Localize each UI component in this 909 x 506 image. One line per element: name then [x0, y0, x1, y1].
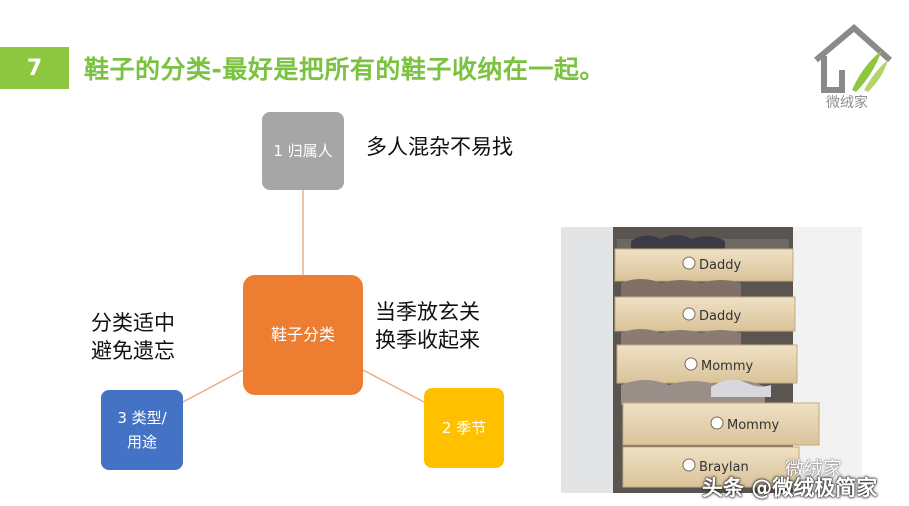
node-owner: 1 归属人: [262, 112, 344, 190]
drawer-label: Mommy: [701, 359, 753, 374]
caption-type-line2: 避免遗忘: [91, 339, 175, 363]
drawer-label: Daddy: [699, 258, 741, 273]
caption-season-line2: 换季收起来: [375, 328, 480, 352]
shoe-drawer-photo: Daddy Daddy Mommy Mommy Braylan: [561, 227, 862, 493]
caption-type-line1: 分类适中: [91, 311, 175, 335]
connector-season: [362, 369, 425, 403]
brand-watermark: 微绒家: [785, 458, 843, 480]
node-type-line2: 用途: [126, 433, 157, 451]
node-type-line1: 3 类型/: [117, 409, 167, 427]
caption-season: 当季放玄关 换季收起来: [375, 298, 480, 354]
node-season: 2 季节: [424, 388, 504, 468]
caption-type: 分类适中 避免遗忘: [91, 309, 175, 365]
drawer-label: Braylan: [699, 460, 749, 475]
slide-title: 鞋子的分类-最好是把所有的鞋子收纳在一起。: [84, 55, 605, 84]
logo-text: 微绒家: [826, 95, 868, 111]
drawer-label: Daddy: [699, 309, 741, 324]
caption-season-line1: 当季放玄关: [375, 300, 480, 324]
house-logo-icon: [814, 24, 892, 93]
slide-number: 7: [0, 47, 69, 89]
node-shoe-classification: 鞋子分类: [243, 275, 363, 395]
caption-owner: 多人混杂不易找: [366, 135, 513, 159]
author-watermark: 头条 @微绒极简家: [702, 476, 878, 500]
drawer-label: Mommy: [727, 418, 779, 433]
node-type-usage: 3 类型/ 用途: [101, 390, 183, 470]
connector-type: [182, 369, 244, 403]
